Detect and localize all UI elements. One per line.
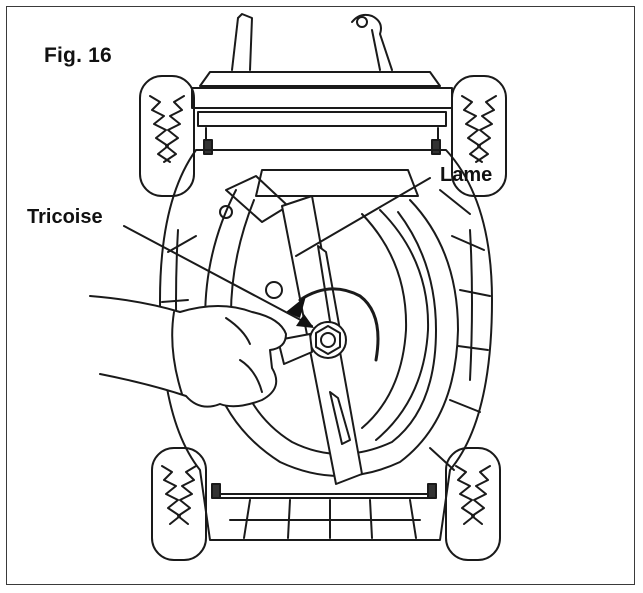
leader-arrowhead <box>296 314 314 328</box>
rear-left-wheel <box>139 75 195 197</box>
rear-right-wheel <box>451 75 507 197</box>
bolt <box>265 281 283 299</box>
leader-line-lame <box>295 177 431 257</box>
front-left-wheel <box>151 447 207 561</box>
hand-with-wrench <box>89 295 313 408</box>
label-tricoise: Tricoise <box>27 206 103 228</box>
handle <box>231 13 393 71</box>
label-lame: Lame <box>440 164 493 186</box>
rotation-arrow <box>286 287 380 362</box>
rear-deck <box>191 71 453 155</box>
figure-title: Fig. 16 <box>44 44 112 67</box>
leader-line-tricoise <box>123 225 313 327</box>
blade <box>281 195 363 485</box>
